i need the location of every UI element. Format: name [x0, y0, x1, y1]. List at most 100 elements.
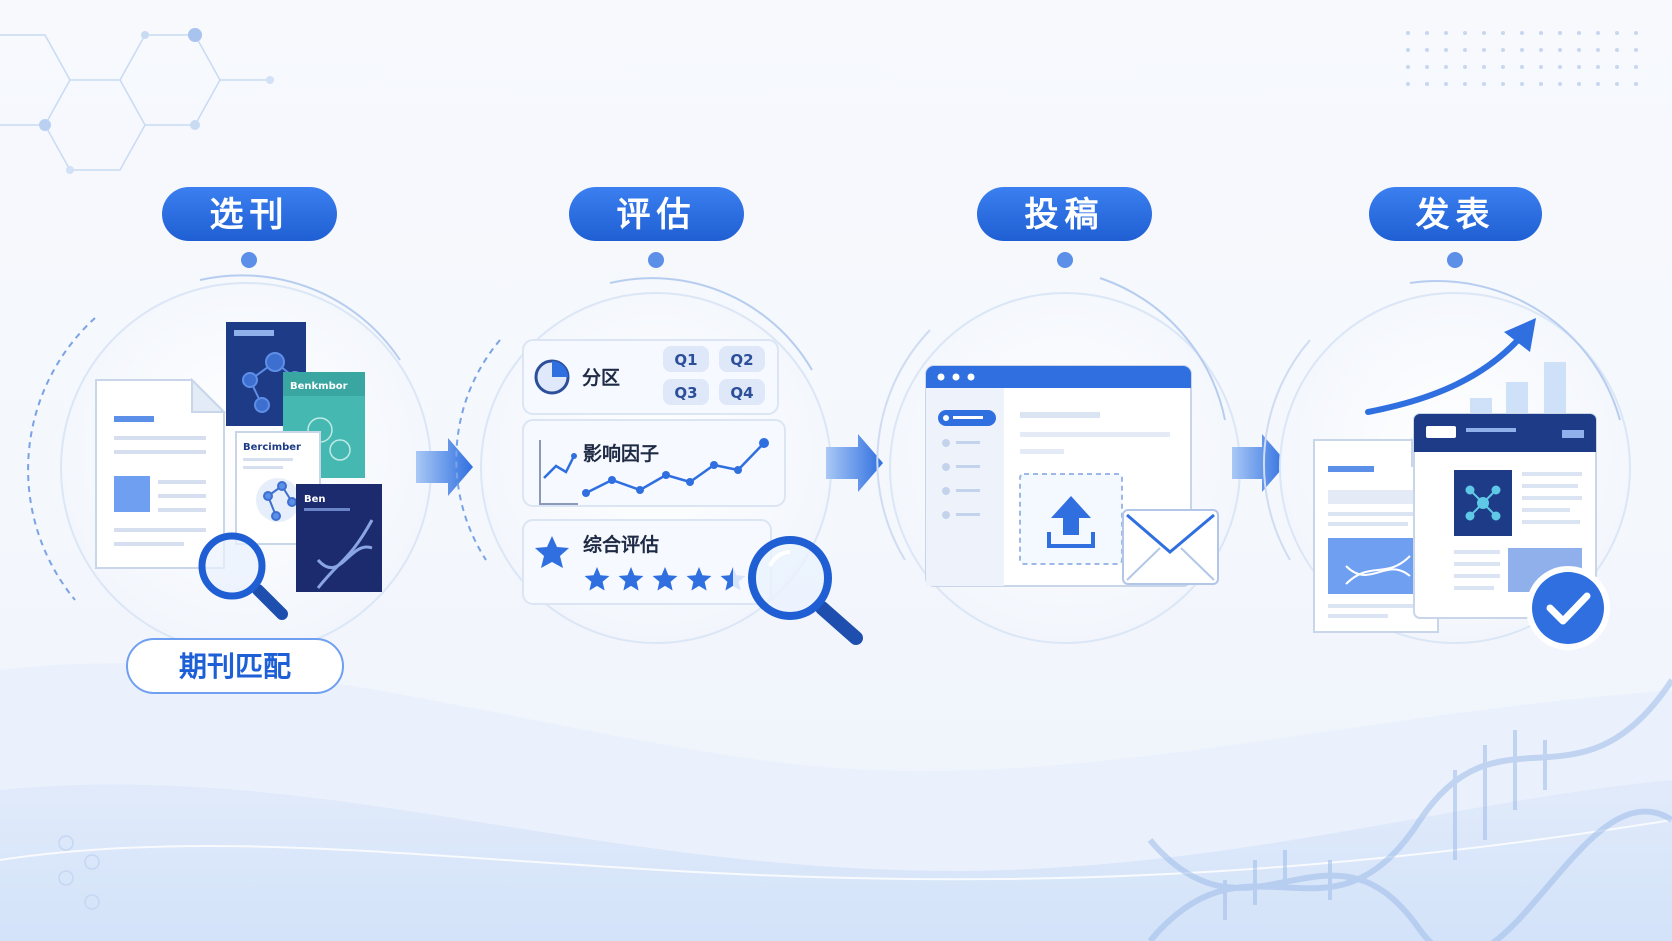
rating-star-filled: [686, 567, 712, 591]
grid-dot: [1463, 48, 1467, 52]
grid-dot: [1406, 65, 1410, 69]
orbit-arc: [876, 329, 931, 561]
step-publish: 发表: [1262, 187, 1631, 650]
grid-dot: [1444, 65, 1448, 69]
quartile-chip[interactable]: [719, 379, 765, 405]
grid-dot: [1596, 48, 1600, 52]
grid-dot: [1520, 82, 1524, 86]
grid-dot: [1425, 82, 1429, 86]
grid-dot: [1482, 82, 1486, 86]
grid-dot: [1615, 48, 1619, 52]
grid-dot: [1482, 48, 1486, 52]
step-select-journal: 选刊: [27, 187, 432, 694]
orbit-arc: [199, 274, 401, 361]
step-pill-publish[interactable]: [1369, 187, 1542, 241]
quartile-chip[interactable]: [719, 346, 765, 372]
grid-dot: [1425, 31, 1429, 35]
grid-dot: [1463, 65, 1467, 69]
magnifier-icon: [198, 532, 288, 620]
quartile-label: Q4: [730, 384, 753, 402]
rating-star-filled: [652, 567, 678, 591]
quartile-label: Q1: [674, 351, 697, 369]
grid-dot: [1501, 65, 1505, 69]
grid-dot: [1558, 82, 1562, 86]
grid-dot: [1596, 31, 1600, 35]
step-title-submit: 投稿: [1025, 195, 1105, 235]
grid-dot: [1501, 31, 1505, 35]
flow-arrow-2: [826, 434, 883, 492]
star-icon: [535, 536, 569, 568]
quartile-chip[interactable]: [663, 346, 709, 372]
orbit-arc: [1099, 277, 1226, 421]
dna-helix-decoration: [1147, 678, 1672, 941]
journal-title: Benkmbor: [290, 381, 348, 392]
orbit-arc: [27, 317, 96, 601]
grid-dot: [1577, 65, 1581, 69]
step-dot: [648, 252, 664, 268]
step-title-select: 选刊: [210, 195, 290, 235]
journal-title: Ben: [304, 494, 326, 505]
grid-dot: [1634, 82, 1638, 86]
grid-dot: [1577, 31, 1581, 35]
step-submit: 投稿: [876, 187, 1241, 644]
orbit-arc: [1262, 339, 1311, 561]
grid-dot: [1634, 48, 1638, 52]
grid-dot: [1520, 48, 1524, 52]
flow-arrow-3: [1232, 434, 1287, 492]
partition-card: [522, 339, 779, 415]
window-dot: [952, 373, 960, 381]
grid-dot: [1539, 48, 1543, 52]
quartile-chip[interactable]: [663, 379, 709, 405]
flow-arrow-1: [416, 438, 473, 496]
grid-dot: [1501, 82, 1505, 86]
bubble-decoration: [58, 835, 100, 910]
grid-dot: [1425, 65, 1429, 69]
grid-dot: [1463, 82, 1467, 86]
grid-dot: [1577, 82, 1581, 86]
impact-factor-label: 影响因子: [583, 442, 659, 465]
grid-dot: [1463, 31, 1467, 35]
step-pill-submit[interactable]: [977, 187, 1152, 241]
grid-dot: [1558, 48, 1562, 52]
step-title-evaluate: 评估: [617, 195, 697, 235]
grid-dot: [1444, 82, 1448, 86]
magnifier-icon: [748, 536, 863, 645]
rating-star-filled: [720, 567, 733, 591]
grid-dot: [1615, 82, 1619, 86]
grid-dot: [1425, 48, 1429, 52]
published-check-icon: [1526, 566, 1610, 650]
orbit-arc: [1409, 280, 1621, 421]
journal-match-badge[interactable]: [126, 638, 344, 694]
rating-star-filled: [618, 567, 644, 591]
step-pill-evaluate[interactable]: [569, 187, 744, 241]
grid-dot: [1539, 65, 1543, 69]
pie-chart-icon: [534, 359, 570, 395]
grid-dot: [1406, 82, 1410, 86]
step-dot: [241, 252, 257, 268]
step-pill-select[interactable]: [162, 187, 337, 241]
hexagon-network-decoration: [0, 28, 274, 174]
grid-dot: [1520, 65, 1524, 69]
grid-dot: [1501, 48, 1505, 52]
step-dot: [1057, 252, 1073, 268]
quartile-label: Q3: [674, 384, 697, 402]
overall-evaluation-label: 综合评估: [583, 533, 659, 556]
journal-title: Bercimber: [243, 442, 301, 453]
line-chart-icon: [539, 440, 578, 505]
grid-dot: [1596, 82, 1600, 86]
grid-dot: [1615, 31, 1619, 35]
published-article-page: [1413, 413, 1597, 619]
step-evaluate: 评估 分区 Q1 Q2 Q3 Q4 影响因子: [455, 187, 863, 645]
grid-dot: [1596, 65, 1600, 69]
partition-label: 分区: [582, 367, 620, 389]
grid-dot: [1539, 82, 1543, 86]
rating-stars: [584, 567, 746, 591]
upload-icon: [1047, 496, 1095, 548]
envelope-icon: [1122, 509, 1219, 585]
step-title-publish: 发表: [1416, 195, 1496, 235]
dot-grid-decoration: [1406, 31, 1638, 86]
grid-dot: [1482, 65, 1486, 69]
grid-dot: [1558, 65, 1562, 69]
wave-line: [0, 819, 1672, 881]
